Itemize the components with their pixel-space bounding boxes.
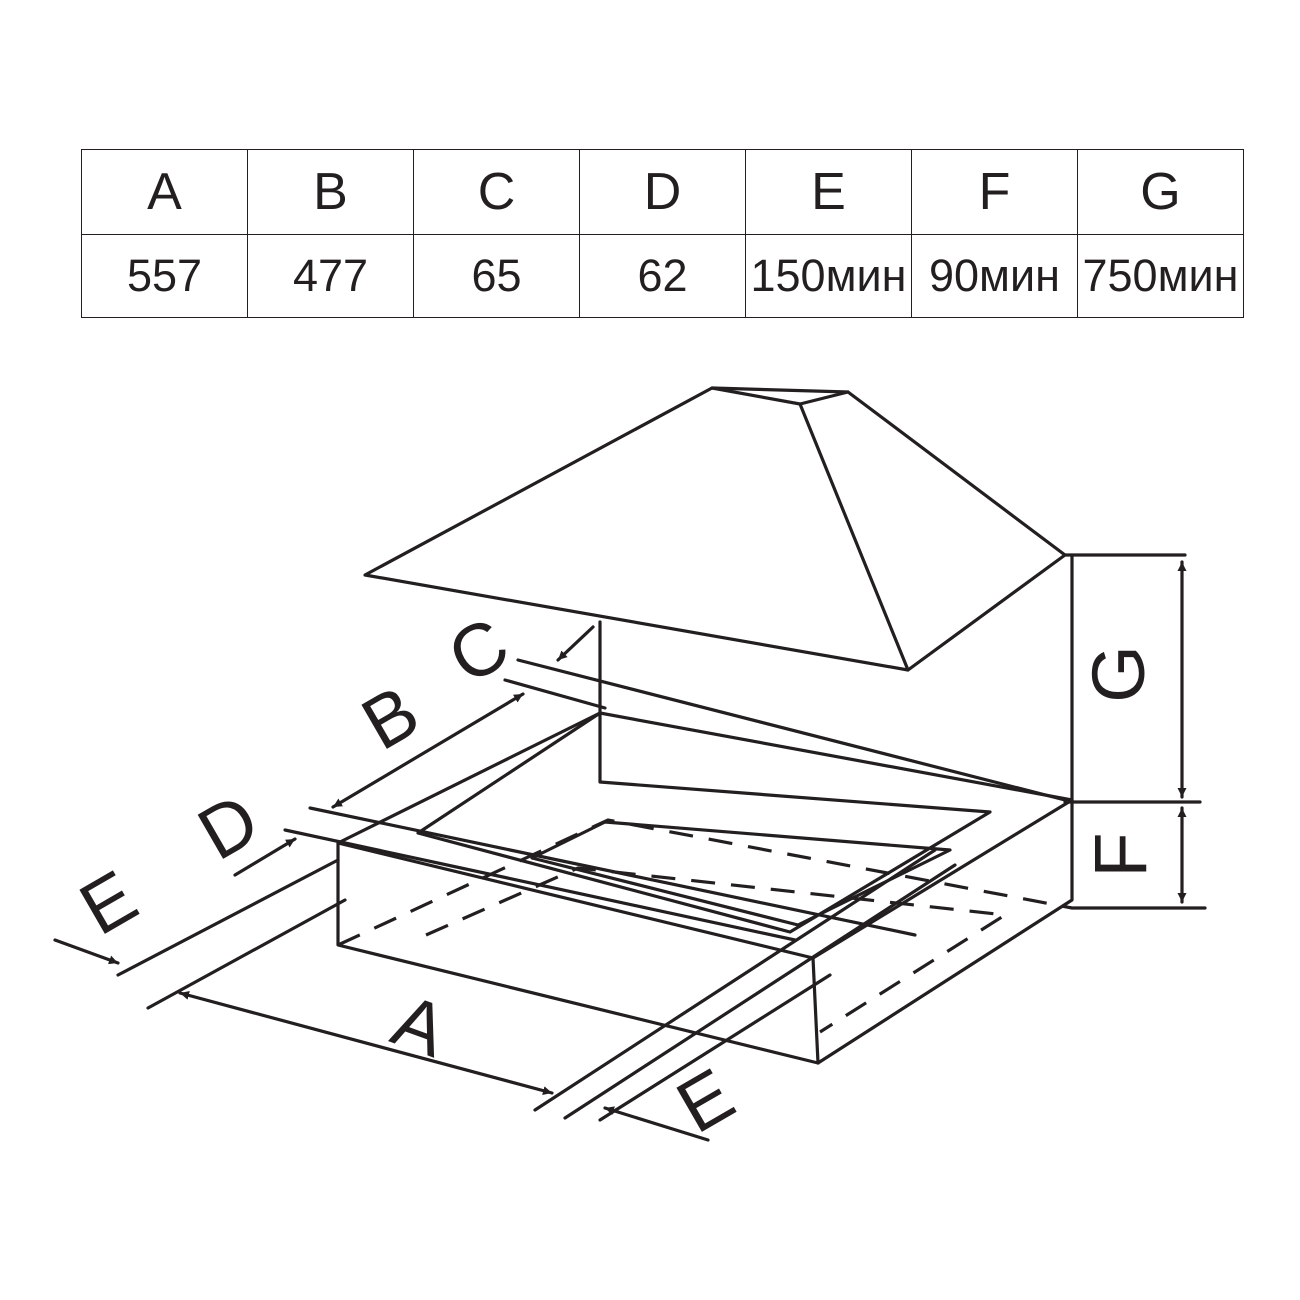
dim-arrow-c (556, 625, 595, 662)
header-cell-c: C (413, 149, 580, 235)
value-cell-g: 750мин (1077, 234, 1244, 318)
dim-arrow-e-right (603, 1106, 710, 1142)
dim-arrow-e-left (53, 938, 120, 965)
ext-line-a-right-1 (533, 848, 937, 1112)
label-b: B (348, 669, 432, 766)
table-value-row: 557 477 65 62 150мин 90мин 750мин (81, 234, 1244, 318)
dim-arrow-b (331, 692, 525, 809)
dimension-arrows (53, 560, 1187, 1142)
value-cell-a: 557 (81, 234, 248, 318)
header-cell-b: B (247, 149, 414, 235)
label-e-right: E (663, 1052, 747, 1149)
ext-line-a-right-2 (563, 863, 957, 1120)
hood-canopy (363, 386, 1067, 672)
value-cell-f: 90мин (911, 234, 1078, 318)
dimensions-table: A B C D E F G 557 477 65 62 150мин 90мин… (81, 149, 1244, 318)
ext-line-c-lower (503, 678, 607, 710)
value-cell-d: 62 (579, 234, 746, 318)
hood-outline (363, 386, 1067, 672)
label-f: F (1079, 832, 1162, 877)
ext-line-d (283, 828, 797, 942)
ext-line-e-left (116, 858, 340, 977)
ext-line-e-right (598, 973, 832, 1122)
header-cell-a: A (81, 149, 248, 235)
ext-line-a-left (146, 898, 347, 1010)
label-c: C (434, 601, 522, 700)
value-cell-e: 150мин (745, 234, 912, 318)
hob-inner-opening (416, 711, 992, 934)
hob-inner-recess (530, 820, 952, 927)
label-e-left: E (66, 854, 150, 951)
hood-ridge-line (798, 402, 910, 672)
dim-arrow-d (233, 837, 297, 877)
header-cell-f: F (911, 149, 1078, 235)
hob-hidden-cutout (425, 866, 1010, 1034)
ext-line-b (308, 806, 917, 937)
value-cell-c: 65 (413, 234, 580, 318)
label-g: G (1077, 645, 1160, 703)
ext-line-c-upper (516, 658, 1067, 802)
hob-hidden-back-edges (337, 818, 1073, 947)
extension-lines (116, 553, 1207, 1122)
dim-arrow-a (178, 990, 554, 1096)
value-cell-b: 477 (247, 234, 414, 318)
label-a: A (382, 978, 457, 1073)
hob-right-edge (811, 798, 1074, 960)
